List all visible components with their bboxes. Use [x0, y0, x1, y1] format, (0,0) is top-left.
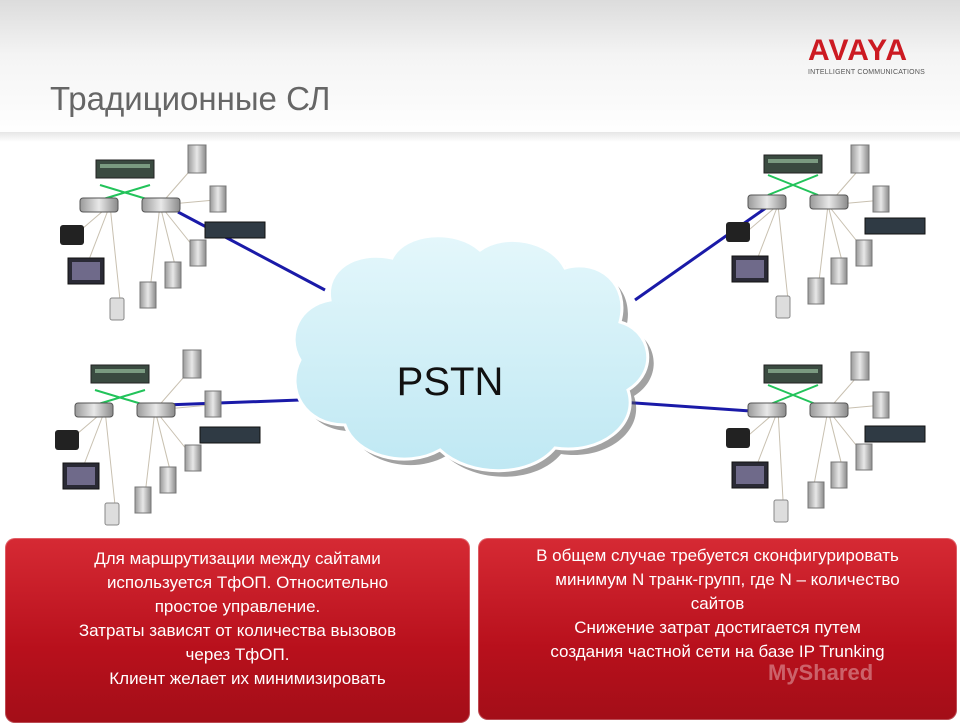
left-line-6: Клиент желает их минимизировать — [109, 669, 386, 688]
right-line-5: создания частной сети на базе IP Trunkin… — [550, 642, 885, 661]
pstn-cloud: PSTN — [292, 234, 654, 477]
right-line-2: минимум N транк-групп, где N – количеств… — [555, 570, 900, 589]
left-info-box: Для маршрутизации между сайтами использу… — [5, 538, 470, 723]
left-line-5: через ТфОП. — [185, 645, 290, 664]
link-top-left — [177, 210, 326, 292]
logo-brand: AVAYA — [808, 34, 909, 67]
right-line-1: В общем случае требуется сконфигурироват… — [536, 546, 899, 565]
header-shadow — [0, 132, 960, 142]
site-bottom-right — [726, 351, 926, 523]
left-line-1: Для маршрутизации между сайтами — [94, 549, 381, 568]
slide-header — [0, 0, 960, 138]
logo-tagline: INTELLIGENT COMMUNICATIONS — [808, 69, 925, 76]
site-bottom-left — [55, 349, 261, 526]
link-bottom-right — [619, 400, 766, 414]
left-line-4: Затраты зависят от количества вызовов — [78, 621, 397, 640]
site-top-right — [726, 144, 926, 319]
right-line-4: Снижение затрат достигается путем — [574, 618, 861, 637]
right-line-3: сайтов — [690, 594, 745, 613]
avaya-logo: AVAYA INTELLIGENT COMMUNICATIONS — [808, 34, 925, 77]
link-top-right — [634, 203, 771, 302]
pstn-label: PSTN — [397, 360, 504, 404]
watermark: MyShared — [768, 660, 874, 685]
left-line-2: используется ТфОП. Относительно — [106, 573, 389, 592]
left-line-3: простое управление. — [154, 597, 321, 616]
network-diagram: PSTN — [55, 144, 926, 526]
link-bottom-left — [164, 398, 301, 407]
site-top-left — [60, 144, 266, 321]
trunk-links — [164, 203, 771, 414]
slide-title: Традиционные СЛ — [50, 80, 331, 117]
right-info-box: В общем случае требуется сконфигурироват… — [478, 538, 957, 720]
